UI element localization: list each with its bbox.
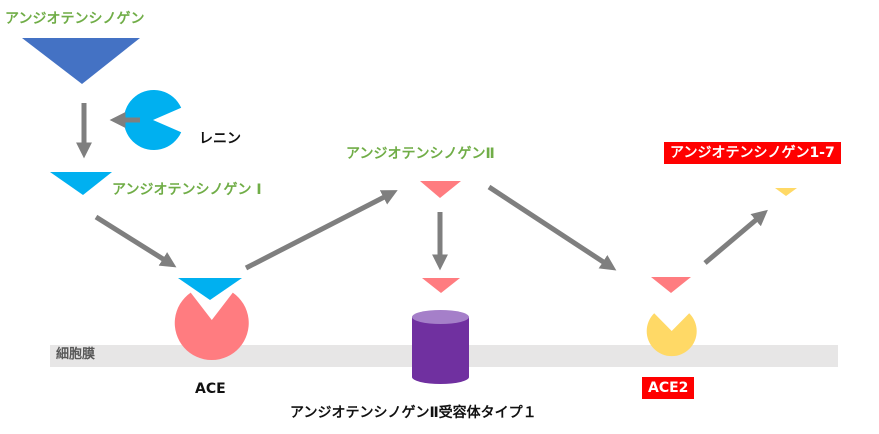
angiotensinogen-shape <box>22 38 140 84</box>
receptor-body <box>412 317 469 377</box>
arrow-ang1-to-ace <box>94 214 177 268</box>
receptor-bound-ang2-shape <box>422 278 460 293</box>
angiotensinogen-label: アンジオテンシノゲン <box>5 11 145 27</box>
membrane-label: 細胞膜 <box>56 347 96 362</box>
arrow-ace2-to-ang17 <box>703 209 768 265</box>
ace2-shape <box>646 313 697 357</box>
ace-label: ACE <box>195 381 226 397</box>
ang2-label: アンジオテンシノゲンⅡ <box>346 146 495 162</box>
ace2-bound-ang2-shape <box>651 277 691 293</box>
ang1-label: アンジオテンシノゲン I <box>112 182 262 198</box>
receptor-bottom <box>412 370 469 384</box>
ang17-shape <box>775 188 797 196</box>
renin-label: レニン <box>199 131 241 147</box>
receptor-label: アンジオテンシノゲンⅡ受容体タイプ１ <box>290 405 537 421</box>
ace2-label: ACE2 <box>642 377 695 399</box>
ang17-label: アンジオテンシノゲン1-7 <box>664 142 841 164</box>
arrow-ang2-to-ace2 <box>487 184 617 271</box>
ace-shape <box>174 292 249 361</box>
arrow-ace-to-ang2 <box>244 190 398 271</box>
receptor-top <box>412 310 469 324</box>
ang2-shape <box>420 181 461 198</box>
ace-bound-ang1-shape <box>178 278 242 300</box>
ang1-shape <box>50 172 112 195</box>
renin-shape <box>123 89 182 150</box>
